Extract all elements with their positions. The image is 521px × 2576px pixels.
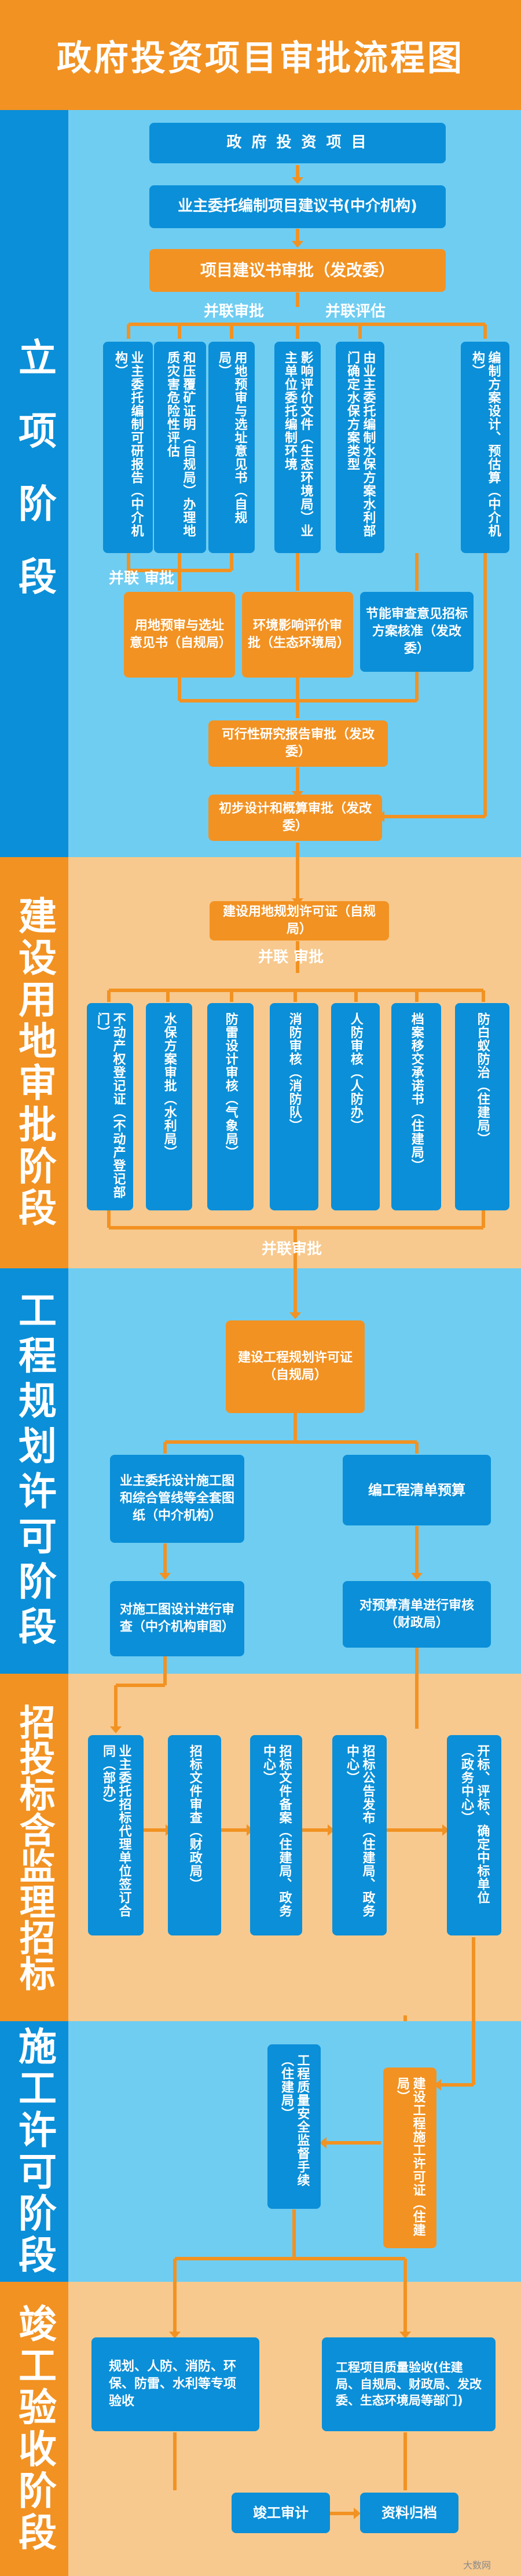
tall-box-env-impact: 影响评价文件（生态环境局）业主单位委托编制环境: [274, 342, 321, 553]
page-title: 政府投资项目审批流程图: [0, 0, 521, 110]
tall-box-scheme-design: 编制方案设计、预估算（中介机构）: [461, 342, 509, 553]
construction-planning-permit-box: 建设工程规划许可证（自规局）: [226, 1320, 365, 1413]
archive-promise-box: 档案移交承诺书（住建局）: [391, 1003, 441, 1210]
stage6-label: 竣工验收阶段: [0, 2282, 68, 2576]
label-parallel-eval: 并联评估: [325, 303, 386, 320]
civil-defense-box: 人防审核（人防办）: [331, 1003, 380, 1210]
quality-safety-supervision-box: 工程质量安全监督手续（住建局）: [267, 2044, 321, 2209]
bid-document-filing-box: 招标文件备案（住建局、政务中心）: [250, 1735, 302, 1935]
bid-document-review-box: 招标文件审查（财政局）: [168, 1735, 221, 1935]
stage2-label: 建设用地审批阶段: [0, 857, 68, 1268]
construction-permit-box: 建设工程施工许可证（住建局）: [383, 2068, 436, 2248]
label-parallel-stage2-bottom: 并联审批: [262, 1241, 322, 1258]
stage5-name: 施工许可阶段: [12, 2026, 57, 2277]
land-planning-permit-box: 建设用地规划许可证（自规局）: [210, 901, 389, 941]
bill-budget-box: 编工程清单预算: [343, 1455, 491, 1525]
land-pre-review-box: 用地预审与选址意见书（自规局）: [124, 592, 235, 678]
property-cert-box: 不动产权登记证（不动产登记部门）: [87, 1003, 133, 1210]
tall-box-geo-hazard: 和压覆矿证明（自规局）办理地质灾害危险性评估: [154, 342, 206, 553]
feasibility-review-box: 可行性研究报告审批（发改委）: [208, 720, 388, 767]
stage5-label: 施工许可阶段: [0, 2021, 68, 2282]
stage6-name: 竣工验收阶段: [12, 2304, 57, 2554]
watermark: 大数网: [463, 2560, 491, 2571]
bid-announcement-box: 招标公告发布（住建局、政务中心）: [332, 1735, 387, 1935]
stage3-name: 工程规划许可阶段: [12, 1290, 57, 1652]
budget-review-box: 对预算清单进行审核（财政局）: [343, 1581, 491, 1648]
special-acceptance-box: 规划、人防、消防、环保、防雷、水利等专项验收: [91, 2337, 259, 2431]
termite-control-box: 防白蚁防治（住建局）: [455, 1003, 509, 1210]
quality-acceptance-box: 工程项目质量验收(住建局、自规局、财政局、发改委、生态环境局等部门): [322, 2337, 496, 2431]
stage1-name: 立项阶段: [12, 338, 57, 630]
archive-box: 资料归档: [360, 2493, 458, 2533]
env-review-box: 环境影响评价审批（生态环境局）: [242, 592, 353, 678]
tall-box-feasibility-report: 业主委托编制可研报告（中介机构）: [103, 342, 153, 553]
stage3-label: 工程规划许可阶段: [0, 1268, 68, 1674]
tall-box-land-pre-review: 用地预审与选址意见书（自规局）: [208, 342, 255, 553]
lightning-design-box: 防雷设计审核（气象局）: [207, 1003, 254, 1210]
completion-audit-box: 竣工审计: [232, 2493, 330, 2533]
stage1-label: 立项阶段: [0, 110, 68, 857]
stage4-name: 招投标含监理招标: [13, 1704, 56, 1991]
stage4-label: 招投标含监理招标: [0, 1674, 68, 2021]
proposal-box: 业主委托编制项目建议书(中介机构): [149, 185, 446, 228]
design-drawings-box: 业主委托设计施工图和综合管线等全套图纸（中介机构）: [110, 1455, 244, 1543]
stage2-name: 建设用地审批阶段: [12, 896, 57, 1230]
water-plan-review-box: 水保方案审批（水利局）: [146, 1003, 192, 1210]
label-parallel-stage2: 并联 审批: [258, 949, 324, 966]
drawing-review-box: 对施工图设计进行审查（中介机构审图）: [110, 1581, 244, 1656]
bid-opening-box: 开标、评标、确定中标单位（政务中心）: [447, 1735, 501, 1935]
tall-box-water-conservation: 由业主委托编制水保方案水利部门确定水保方案类型: [336, 342, 384, 553]
bidding-agent-contract-box: 业主委托招标代理单位签订合同（部办）: [88, 1735, 144, 1935]
project-box: 政 府 投 资 项 目: [149, 123, 446, 163]
proposal-review-box: 项目建议书审批（发改委）: [149, 249, 446, 292]
label-parallel-approval: 并联审批: [204, 303, 265, 320]
label-parallel-approval-2: 并联 审批: [109, 570, 175, 587]
energy-review-box: 节能审查意见招标方案核准（发改委）: [360, 592, 474, 672]
fire-review-box: 消防审核（消防队）: [270, 1003, 318, 1210]
prelim-design-box: 初步设计和概算审批（发改委）: [208, 795, 382, 841]
